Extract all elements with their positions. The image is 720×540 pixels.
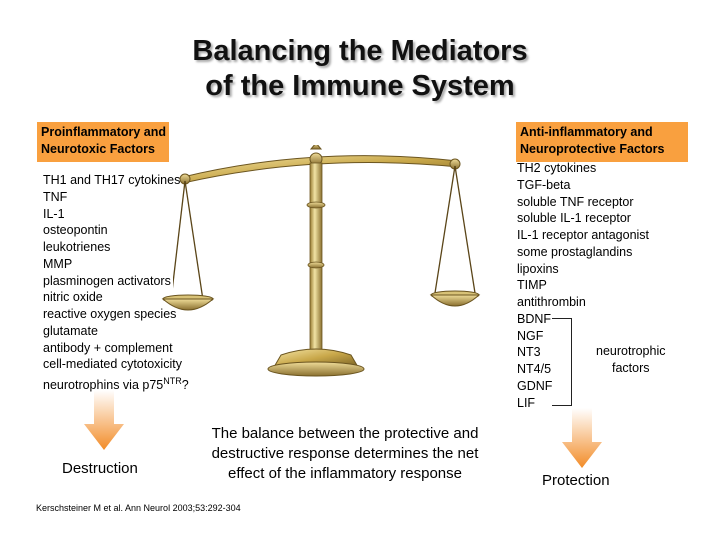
balance-description-line-2: destructive response determines the net — [211, 445, 479, 462]
list-item: TH2 cytokines — [517, 161, 597, 175]
list-item: antibody + complement — [43, 340, 173, 355]
list-item: NT4/5 — [517, 362, 552, 376]
proinflammatory-header-line-1: Proinflammatory and — [41, 125, 167, 139]
anti-inflammatory-header-line-1: Anti-inflammatory and — [520, 125, 653, 139]
list-item: soluble TNF receptor — [517, 194, 634, 209]
list-item: reactive oxygen species — [43, 307, 177, 321]
down-arrow-icon — [562, 408, 602, 468]
list-item: NT3 — [517, 345, 541, 360]
protection-label: Protection — [542, 472, 610, 489]
title-line-2: of the Immune System — [205, 70, 515, 102]
balance-description: The balance between the protective and d… — [175, 424, 515, 484]
balance-scale-icon — [173, 145, 481, 377]
list-item: MMP — [43, 256, 73, 271]
down-arrow-icon — [84, 390, 124, 450]
title-line-1: Balancing the Mediators — [192, 35, 528, 67]
anti-inflammatory-header-line-2: Neuroprotective Factors — [520, 142, 665, 156]
ntr-superscript: NTR — [163, 376, 182, 386]
list-item: NGF — [517, 328, 544, 343]
list-item: nitric oxide — [43, 290, 103, 305]
list-item: TNF — [43, 189, 68, 204]
list-item: IL-1 — [43, 206, 65, 221]
list-item: leukotrienes — [43, 240, 111, 254]
list-item: soluble IL-1 receptor — [517, 211, 631, 226]
neurotrophic-label: neurotrophic factors — [596, 343, 666, 377]
anti-inflammatory-list: TH2 cytokines TGF-beta soluble TNF recep… — [517, 160, 649, 411]
list-item: some prostaglandins — [517, 244, 633, 259]
citation: Kerschsteiner M et al. Ann Neurol 2003;5… — [36, 503, 241, 513]
list-item: antithrombin — [517, 295, 586, 309]
list-item: IL-1 receptor antagonist — [517, 228, 650, 242]
list-item: cell-mediated cytotoxicity — [43, 357, 182, 372]
list-item: BDNF — [517, 311, 552, 326]
list-item: glutamate — [43, 323, 98, 338]
slide-title: Balancing the Mediators of the Immune Sy… — [0, 34, 720, 104]
proinflammatory-header-line-2: Neurotoxic Factors — [41, 142, 155, 156]
neurotrophic-bracket — [552, 318, 572, 406]
list-item: TH1 and TH17 cytokines — [43, 173, 181, 187]
list-item: LIF — [517, 395, 536, 410]
neurotrophic-label-line-1: neurotrophic — [596, 344, 666, 358]
anti-inflammatory-header: Anti-inflammatory and Neuroprotective Fa… — [516, 122, 688, 162]
list-item: TGF-beta — [517, 177, 571, 192]
list-item: neurotrophins via p75NTR? — [43, 376, 189, 393]
destruction-label: Destruction — [62, 460, 138, 477]
balance-description-line-1: The balance between the protective and — [211, 425, 479, 442]
left-pan-icon — [161, 294, 215, 311]
list-item: GDNF — [517, 378, 553, 393]
list-item: osteopontin — [43, 223, 108, 238]
list-item: TIMP — [517, 278, 547, 293]
neurotrophic-label-line-2: factors — [611, 361, 650, 375]
proinflammatory-list: TH1 and TH17 cytokines TNF IL-1 osteopon… — [43, 172, 189, 393]
balance-description-line-3: effect of the inflammatory response — [227, 465, 462, 482]
proinflammatory-header: Proinflammatory and Neurotoxic Factors — [37, 122, 169, 162]
list-item: lipoxins — [517, 261, 559, 276]
list-item: plasminogen activators — [43, 273, 171, 288]
